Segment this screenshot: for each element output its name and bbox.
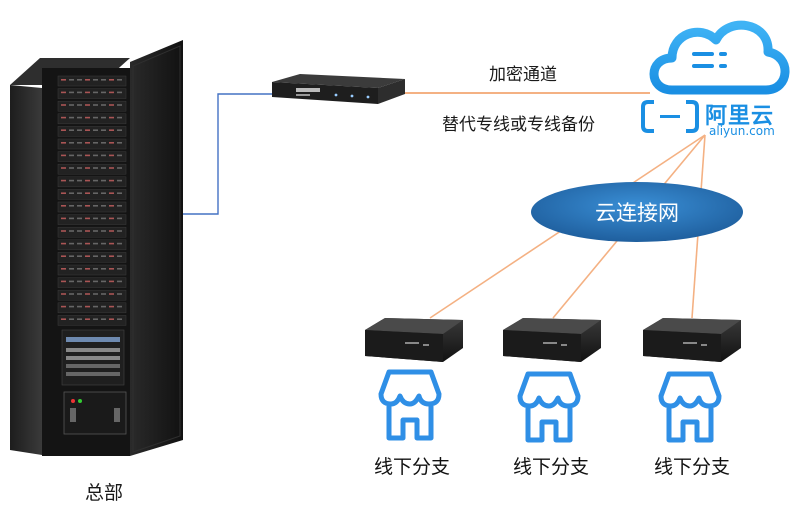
branch-router-3 bbox=[643, 318, 741, 362]
cen-network-ellipse bbox=[531, 182, 743, 242]
cen-label: 云连接网 bbox=[595, 201, 679, 225]
branch-router-1 bbox=[365, 318, 463, 362]
branch-router-2 bbox=[503, 318, 601, 362]
branch-label-1: 线下分支 bbox=[373, 456, 450, 478]
aliyun-name-label: 阿里云 bbox=[705, 104, 775, 129]
aliyun-logo-icon bbox=[641, 100, 699, 133]
backup-line-label: 替代专线或专线备份 bbox=[442, 115, 595, 135]
store-icon-3 bbox=[658, 371, 722, 443]
branch-label-2: 线下分支 bbox=[512, 456, 589, 478]
aliyun-domain-label: aliyun.com bbox=[709, 124, 775, 138]
store-icon-1 bbox=[378, 369, 442, 441]
encryption-tunnel-label: 加密通道 bbox=[489, 65, 557, 85]
server-rack bbox=[10, 40, 183, 456]
aliyun-cloud-icon bbox=[649, 20, 790, 95]
vpn-gateway-device bbox=[272, 74, 405, 104]
branch-label-3: 线下分支 bbox=[653, 456, 730, 478]
store-icon-2 bbox=[517, 371, 581, 443]
hq-label: 总部 bbox=[85, 482, 124, 504]
